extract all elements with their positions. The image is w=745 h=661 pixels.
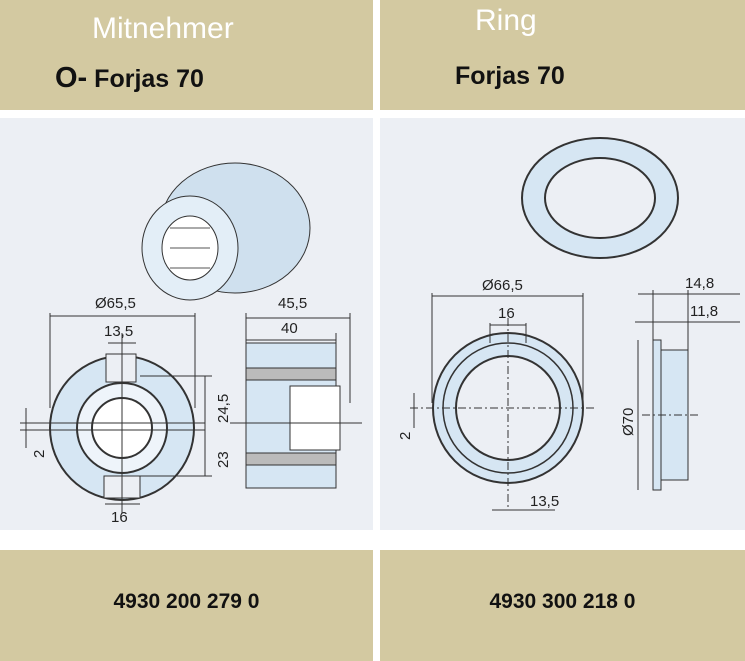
mitnehmer-front-view: [20, 313, 212, 513]
ring-part-number: 4930 300 218 0: [489, 590, 636, 613]
ring-column: Ring Forjas 70 Ø66,5 16 13,5 2: [380, 0, 745, 661]
dim-width-total: 14,8: [685, 275, 714, 292]
prefix: O-: [55, 62, 88, 94]
dim-offset: 2: [397, 432, 414, 440]
ring-title: Ring: [475, 4, 537, 37]
mitnehmer-part-number: 4930 200 279 0: [113, 590, 260, 613]
mitnehmer-3d-view: [141, 162, 311, 301]
mitnehmer-title: Mitnehmer: [92, 12, 234, 45]
dim-top-width: 13,5: [104, 323, 133, 340]
model: Forjas 70: [94, 65, 204, 93]
dim-length-body: 40: [281, 320, 298, 337]
mitnehmer-technical-drawing: Ø65,5 13,5 16 2 24,5 23 45,5 40: [20, 162, 362, 526]
mitnehmer-subtitle: O- Forjas 70: [55, 62, 204, 95]
dim-top-width: 16: [498, 305, 515, 322]
dim-upper-height: 24,5: [215, 394, 232, 423]
ring-front-view: [410, 293, 595, 511]
dim-offset: 2: [31, 450, 48, 458]
ring-drawing: Ø66,5 16 13,5 2 14,8 11,8 Ø70: [380, 118, 745, 530]
ring-3d-view: [521, 137, 679, 259]
ring-technical-drawing: Ø66,5 16 13,5 2 14,8 11,8 Ø70: [397, 137, 740, 511]
mitnehmer-footer: 4930 200 279 0: [0, 550, 373, 661]
dim-width-body: 11,8: [690, 303, 718, 320]
dim-diameter: Ø65,5: [95, 295, 136, 312]
ring-footer: 4930 300 218 0: [380, 550, 745, 661]
dim-diameter-inner: Ø66,5: [482, 277, 523, 294]
dim-length-total: 45,5: [278, 295, 307, 312]
mitnehmer-drawing: Ø65,5 13,5 16 2 24,5 23 45,5 40: [0, 118, 373, 530]
mitnehmer-side-view: [230, 313, 362, 489]
dim-bottom-width: 16: [111, 509, 128, 526]
mitnehmer-header: Mitnehmer O- Forjas 70: [0, 0, 373, 110]
ring-side-view: [635, 290, 740, 491]
dim-diameter-outer: Ø70: [620, 408, 637, 436]
dim-lower-height: 23: [215, 451, 232, 468]
ring-subtitle: Forjas 70: [455, 62, 565, 90]
dim-bottom-width: 13,5: [530, 493, 559, 510]
mitnehmer-column: Mitnehmer O- Forjas 70: [0, 0, 373, 661]
ring-header: Ring Forjas 70: [380, 0, 745, 110]
